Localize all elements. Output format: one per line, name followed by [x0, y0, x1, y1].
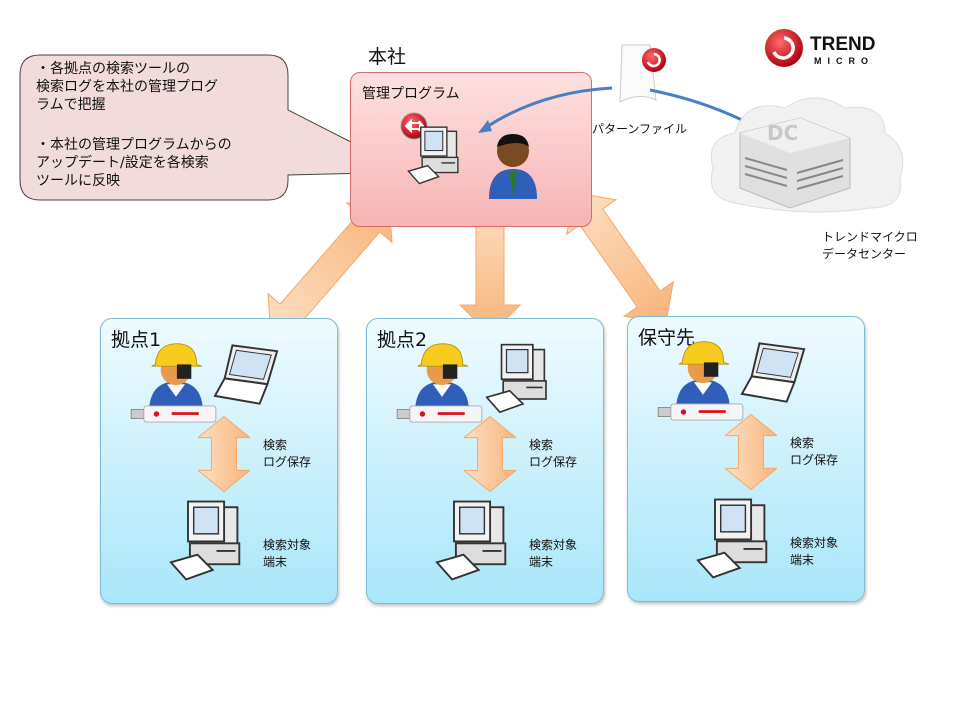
- log-save-label: 検索 ログ保存: [263, 438, 312, 469]
- hq-title: 本社: [368, 46, 407, 68]
- site-maintenance-box: 保守先 検索 ログ保存 検索対象 端末: [627, 316, 865, 602]
- log-save-label: 検索 ログ保存: [790, 436, 839, 467]
- desktop-computer-icon: [485, 343, 547, 413]
- callout-bullet-1: ・各拠点の検索ツールの 検索ログを本社の管理プログ ラムで把握: [36, 61, 218, 113]
- datacenter-badge: DC: [767, 121, 798, 145]
- log-sync-arrow: [198, 416, 250, 492]
- target-terminal-icon: [435, 500, 507, 581]
- field-worker-icon: [148, 343, 204, 413]
- datacenter-label: トレンドマイクロ データセンター: [822, 230, 918, 261]
- administrator-icon: [489, 134, 537, 199]
- site-1-box: 拠点1 検索 ログ保存 検索対象 端末: [100, 318, 338, 604]
- laptop-icon: [740, 342, 806, 403]
- callout-bullet-2: ・本社の管理プログラムからの アップデート/設定を各検索 ツールに反映: [36, 137, 232, 189]
- datacenter-cloud-icon: DC: [710, 97, 904, 213]
- callout-bubble: [19, 54, 411, 201]
- site-2-box: 拠点2 検索 ログ保存 検索対象 端末: [366, 318, 604, 604]
- laptop-icon: [213, 344, 279, 405]
- log-save-label: 検索 ログ保存: [529, 438, 578, 469]
- target-terminal-icon: [696, 498, 768, 579]
- site-title: 保守先: [638, 327, 696, 349]
- target-terminal-label: 検索対象 端末: [790, 536, 839, 567]
- update-link-arrow: [478, 86, 743, 133]
- log-sync-arrow: [464, 416, 516, 492]
- field-worker-icon: [675, 341, 731, 411]
- management-program-label: 管理プログラム: [362, 86, 460, 102]
- pattern-file-label: パターンファイル: [592, 122, 688, 136]
- log-sync-arrow: [725, 414, 777, 490]
- target-terminal-icon: [169, 500, 241, 581]
- svg-text:TREND: TREND: [810, 34, 875, 55]
- pattern-file-icon: [619, 44, 666, 103]
- svg-text:MICRO: MICRO: [814, 56, 874, 66]
- trend-micro-logo: TREND MICRO: [765, 29, 875, 67]
- target-terminal-label: 検索対象 端末: [529, 538, 578, 569]
- site-title: 拠点2: [377, 329, 428, 351]
- field-worker-icon: [414, 343, 470, 413]
- target-terminal-label: 検索対象 端末: [263, 538, 312, 569]
- site-title: 拠点1: [111, 329, 162, 351]
